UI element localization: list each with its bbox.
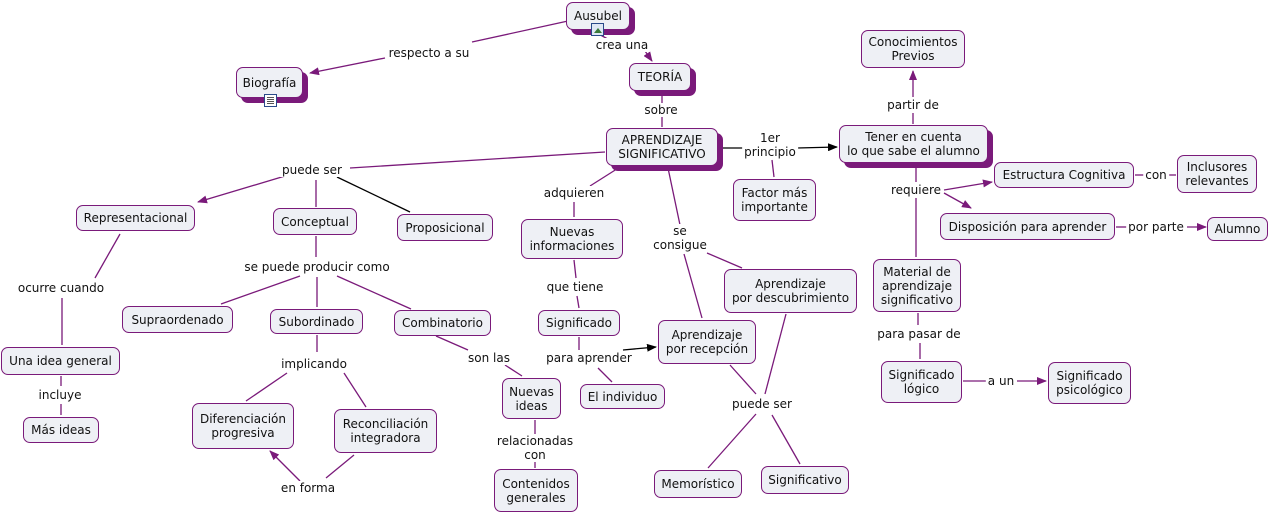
node-material[interactable]: Material de aprendizaje significativo (873, 259, 961, 312)
connector-line-56 (325, 454, 355, 479)
node-conceptual[interactable]: Conceptual (273, 208, 357, 235)
link-que-tiene: que tiene (544, 280, 606, 294)
connector-line-54 (707, 413, 757, 469)
connector-line-8 (771, 159, 775, 178)
connector-line-1 (309, 57, 386, 76)
link-requiere: requiere (888, 183, 944, 197)
document-icon[interactable] (264, 94, 277, 107)
node-nuevas-ideas[interactable]: Nuevas ideas (502, 378, 561, 419)
node-factor-mas-importante[interactable]: Factor más importante (733, 179, 816, 221)
node-contenidos-generales[interactable]: Contenidos generales (494, 469, 578, 512)
link-incluye: incluye (36, 388, 84, 402)
connector-line-31 (706, 252, 743, 269)
node-supraordenado[interactable]: Supraordenado (122, 306, 233, 333)
link-se-puede-producir-como: se puede producir como (242, 260, 392, 274)
node-significado-logico[interactable]: Significado lógico (881, 361, 962, 403)
connector-line-24 (197, 175, 286, 204)
node-proposicional[interactable]: Proposicional (397, 214, 493, 241)
node-aprendizaje-recepcion[interactable]: Aprendizaje por recepción (658, 320, 756, 364)
connector-line-39 (576, 295, 580, 309)
node-reconciliacion[interactable]: Reconciliación integradora (334, 409, 437, 453)
link-en-forma: en forma (278, 481, 338, 495)
node-mas-ideas[interactable]: Más ideas (23, 417, 99, 443)
link-con: con (1143, 168, 1169, 182)
node-significado-psicologico[interactable]: Significado psicológico (1048, 362, 1131, 404)
connector-line-0 (471, 20, 569, 43)
link-sobre: sobre (642, 103, 680, 117)
connector-line-43 (245, 372, 288, 402)
node-el-individuo[interactable]: El individuo (580, 384, 665, 409)
link-a-un: a un (985, 374, 1017, 388)
connector-line-35 (220, 275, 301, 305)
link-son-las: son las (466, 351, 512, 365)
connector-line-38 (573, 259, 577, 279)
connector-line-53 (729, 364, 757, 395)
node-conocimientos-previos[interactable]: Conocimientos Previos (861, 30, 965, 68)
connector-line-45 (435, 335, 469, 351)
link-implicando: implicando (279, 357, 349, 371)
connector-line-3 (643, 50, 653, 62)
link-ocurre-cuando: ocurre cuando (15, 281, 107, 295)
node-ausubel-label: Ausubel (573, 9, 622, 23)
link-adquieren: adquieren (541, 186, 607, 200)
link-crea-una: crea una (593, 38, 651, 52)
connector-line-49 (597, 367, 613, 383)
node-significado[interactable]: Significado (538, 310, 620, 336)
node-biografia-label: Biografía (242, 75, 297, 90)
node-representacional[interactable]: Representacional (76, 205, 195, 231)
connector-line-12 (943, 179, 993, 191)
connector-line-13 (943, 192, 972, 209)
link-para-pasar-de: para pasar de (875, 327, 963, 341)
connector-line-23 (349, 151, 606, 169)
connector-line-37 (336, 275, 412, 310)
connector-line-27 (589, 166, 621, 187)
link-respecto-a-su: respecto a su (386, 46, 472, 60)
node-nuevas-informaciones[interactable]: Nuevas informaciones (521, 219, 623, 259)
connector-line-32 (94, 233, 121, 279)
connector-line-48 (622, 343, 657, 352)
connector-line-29 (667, 167, 681, 226)
link-1er-principio: 1er principio (742, 131, 798, 159)
link-para-aprender: para aprender (544, 351, 634, 365)
node-diferenciacion[interactable]: Diferenciación progresiva (192, 403, 294, 449)
image-icon[interactable] (591, 23, 604, 36)
node-memoristico[interactable]: Memorístico (654, 470, 742, 498)
connector-line-30 (683, 253, 703, 319)
node-biografia[interactable]: Biografía (236, 67, 303, 98)
link-relacionadas-con: relacionadas con (494, 434, 576, 462)
connector-line-55 (771, 414, 801, 465)
connector-line-7 (796, 143, 838, 152)
node-subordinado[interactable]: Subordinado (270, 309, 363, 334)
node-aprendizaje-descubrimiento[interactable]: Aprendizaje por descubrimiento (724, 269, 857, 313)
node-aprendizaje-significativo[interactable]: APRENDIZAJE SIGNIFICATIVO (606, 128, 718, 166)
node-combinatorio[interactable]: Combinatorio (394, 310, 491, 336)
connector-line-44 (343, 372, 367, 408)
connector-line-46 (504, 364, 523, 377)
node-tener-en-cuenta[interactable]: Tener en cuenta lo que sabe el alumno (839, 125, 988, 163)
connector-line-26 (336, 176, 411, 213)
link-por-parte: por parte (1126, 220, 1186, 234)
node-una-idea-general[interactable]: Una idea general (1, 347, 120, 375)
connector-line-57 (269, 450, 301, 482)
node-estructura-cognitiva[interactable]: Estructura Cognitiva (994, 162, 1134, 188)
node-inclusores-relevantes[interactable]: Inclusores relevantes (1177, 155, 1257, 193)
link-puede-ser: puede ser (280, 163, 344, 177)
node-significativo[interactable]: Significativo (761, 466, 849, 494)
link-partir-de: partir de (885, 98, 941, 112)
node-teoria[interactable]: TEORÍA (629, 63, 691, 91)
link-puede-ser-2: puede ser (730, 397, 794, 411)
connector-line-52 (764, 313, 787, 395)
link-se-consigue: se consigue (651, 224, 709, 252)
node-alumno[interactable]: Alumno (1207, 217, 1268, 241)
node-disposicion[interactable]: Disposición para aprender (940, 213, 1115, 240)
